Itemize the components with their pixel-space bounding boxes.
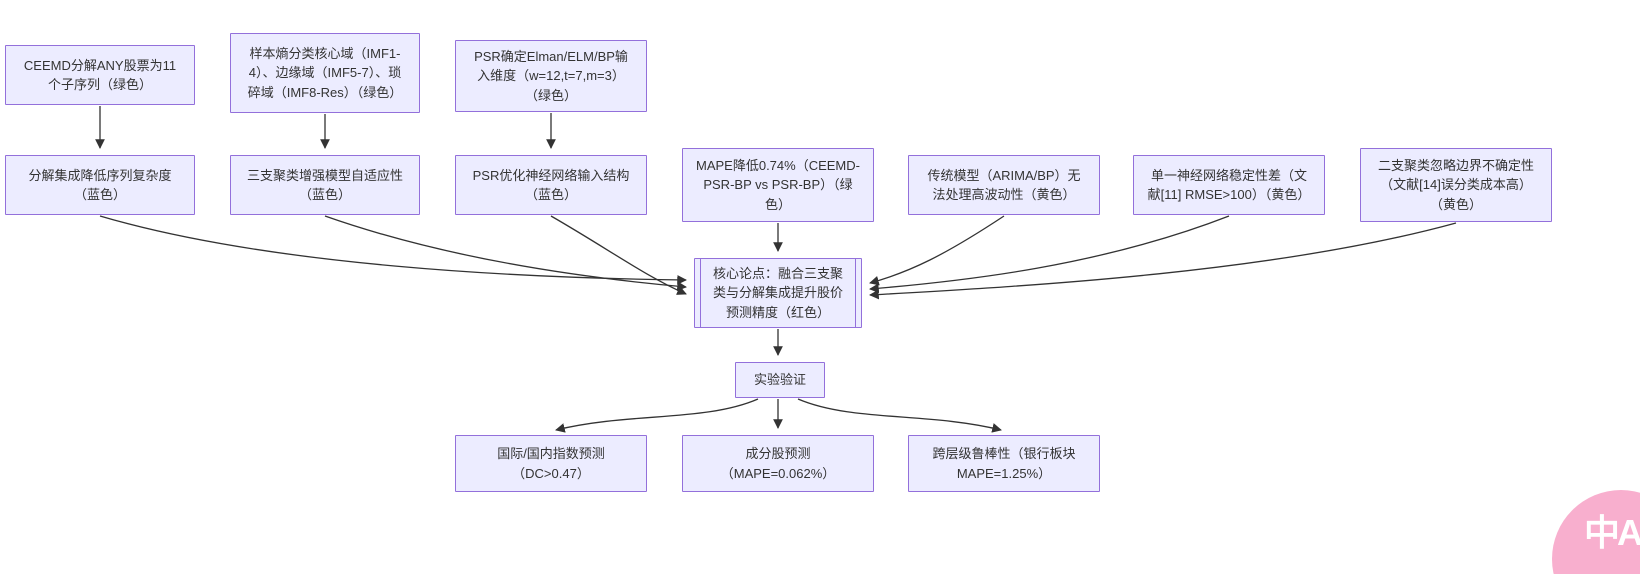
node-experiment-validation: 实验验证 [735, 362, 825, 398]
node-label: 国际/国内指数预测（DC>0.47） [497, 446, 605, 481]
translate-icon: 中A [1584, 512, 1640, 553]
node-three-way-benefit: 三支聚类增强模型自适应性（蓝色） [230, 155, 420, 215]
translate-badge[interactable]: 中A [1552, 490, 1640, 574]
edge-decomp-to-core [99, 215, 687, 285]
node-core-thesis: 核心论点：融合三支聚类与分解集成提升股价预测精度（红色） [694, 258, 862, 328]
node-label: 样本熵分类核心域（IMF1-4）、边缘域（IMF5-7）、琐碎域（IMF8-Re… [247, 45, 403, 100]
node-single-nn-limit: 单一神经网络稳定性差（文献[11] RMSE>100）（黄色） [1133, 155, 1325, 215]
node-two-way-limit: 二支聚类忽略边界不确定性（文献[14]误分类成本高）（黄色） [1360, 148, 1552, 222]
edge-threeway-to-core [324, 215, 687, 292]
node-psr-benefit: PSR优化神经网络输入结构（蓝色） [455, 155, 647, 215]
node-traditional-limit: 传统模型（ARIMA/BP）无法处理高波动性（黄色） [908, 155, 1100, 215]
edge-singlenn-to-core [869, 215, 1230, 294]
node-label: MAPE降低0.74%（CEEMD-PSR-BP vs PSR-BP）（绿色） [696, 157, 860, 212]
node-label: 传统模型（ARIMA/BP）无法处理高波动性（黄色） [927, 167, 1081, 203]
node-constituent-prediction: 成分股预测（MAPE=0.062%） [682, 435, 874, 492]
node-label: 三支聚类增强模型自适应性（蓝色） [246, 167, 403, 203]
node-label: 分解集成降低序列复杂度（蓝色） [28, 167, 172, 203]
node-sample-entropy: 样本熵分类核心域（IMF1-4）、边缘域（IMF5-7）、琐碎域（IMF8-Re… [230, 33, 420, 113]
node-index-prediction: 国际/国内指数预测（DC>0.47） [455, 435, 647, 492]
node-decompose-benefit: 分解集成降低序列复杂度（蓝色） [5, 155, 195, 215]
node-label: 二支聚类忽略边界不确定性（文献[14]误分类成本高）（黄色） [1377, 157, 1534, 212]
node-label: 成分股预测（MAPE=0.062%） [720, 446, 836, 481]
node-label: CEEMD分解ANY股票为11个子序列（绿色） [23, 57, 177, 93]
edge-experiment-to-robust [797, 398, 1002, 433]
node-label: 实验验证 [753, 372, 806, 388]
edge-twoway-to-core [869, 222, 1457, 300]
node-label: 单一神经网络稳定性差（文献[11] RMSE>100）（黄色） [1147, 167, 1311, 203]
node-psr-dimension: PSR确定Elman/ELM/BP输入维度（w=12,t=7,m=3）（绿色） [455, 40, 647, 112]
node-cross-level-robustness: 跨层级鲁棒性（银行板块MAPE=1.25%） [908, 435, 1100, 492]
node-mape-improvement: MAPE降低0.74%（CEEMD-PSR-BP vs PSR-BP）（绿色） [682, 148, 874, 222]
node-ceemd-decompose: CEEMD分解ANY股票为11个子序列（绿色） [5, 45, 195, 105]
edge-psropt-to-core [550, 215, 687, 295]
node-label: 跨层级鲁棒性（银行板块MAPE=1.25%） [932, 446, 1076, 481]
node-label: 核心论点：融合三支聚类与分解集成提升股价预测精度（红色） [712, 265, 843, 320]
node-label: PSR优化神经网络输入结构（蓝色） [472, 167, 630, 203]
edge-experiment-to-index [555, 398, 759, 433]
edge-traditional-to-core [869, 215, 1005, 286]
node-label: PSR确定Elman/ELM/BP输入维度（w=12,t=7,m=3）（绿色） [474, 48, 628, 103]
